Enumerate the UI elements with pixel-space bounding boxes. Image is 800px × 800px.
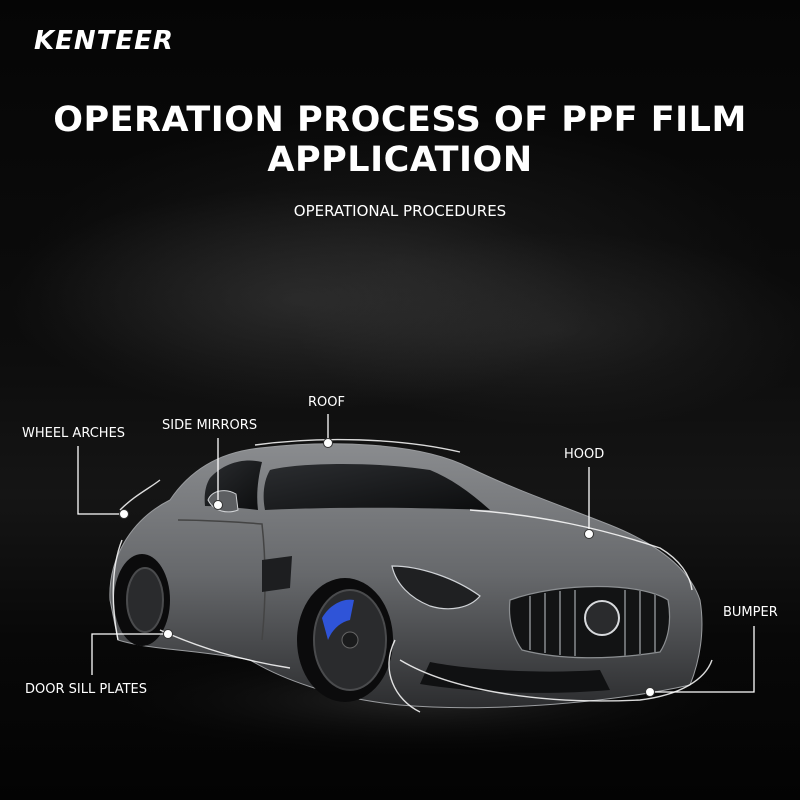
callout-dots: [119, 438, 655, 697]
label-hood: HOOD: [564, 447, 605, 462]
roof-dot: [323, 438, 333, 448]
label-door-sill-plates: DOOR SILL PLATES: [25, 682, 148, 697]
hood-dot: [584, 529, 594, 539]
door-sill-leader: [91, 633, 168, 675]
wheel-arches-dot: [119, 509, 129, 519]
side-vent: [262, 556, 292, 592]
callout-lines: [77, 414, 755, 693]
emblem: [584, 600, 620, 636]
rear-wheel: [114, 554, 170, 646]
brand-logo: KENTEER: [34, 26, 174, 56]
door-sill-dot: [163, 629, 173, 639]
page-title: OPERATION PROCESS OF PPF FILM APPLICATIO…: [40, 100, 760, 180]
bumper-leader: [650, 626, 755, 693]
label-side-mirrors: SIDE MIRRORS: [162, 418, 258, 433]
film-outlines: [112, 438, 713, 713]
sill-film: [159, 629, 291, 669]
brake-caliper: [322, 599, 354, 640]
label-wheel-arches: WHEEL ARCHES: [22, 426, 126, 441]
bumper-film: [388, 639, 713, 713]
hood-film: [469, 509, 693, 591]
title-line-1: OPERATION PROCESS OF PPF FILM: [53, 100, 747, 140]
page-subtitle: OPERATIONAL PROCEDURES: [293, 202, 507, 220]
label-bumper: BUMPER: [723, 605, 778, 620]
title-line-2: APPLICATION: [267, 140, 533, 180]
windscreen: [263, 464, 490, 510]
label-roof: ROOF: [308, 395, 345, 410]
headlight: [391, 565, 481, 610]
wheel-arches-leader: [77, 446, 124, 515]
bumper-dot: [645, 687, 655, 697]
car-body: [109, 443, 703, 709]
side-mirrors-dot: [213, 500, 223, 510]
lower-intake: [420, 662, 610, 693]
front-wheel: [297, 578, 393, 702]
wheel-arch-film: [112, 479, 161, 641]
roof-film: [254, 438, 461, 453]
